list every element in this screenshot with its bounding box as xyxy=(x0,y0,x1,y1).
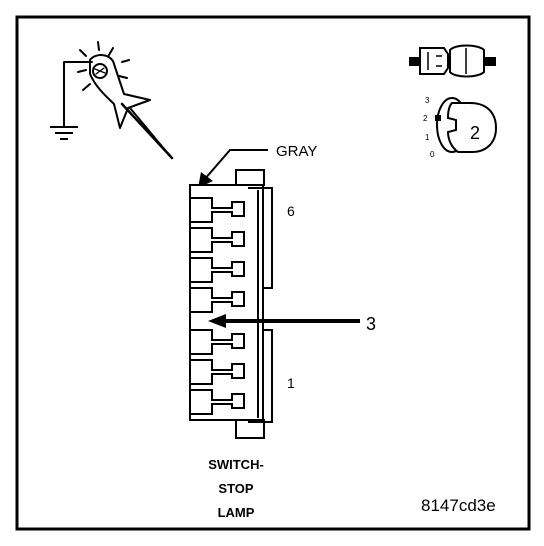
key-scale-2: 2 xyxy=(423,114,428,123)
test-light-icon xyxy=(63,41,174,160)
terminal-cavities xyxy=(190,197,245,415)
callout-number: 3 xyxy=(366,314,377,334)
key-position-number: 2 xyxy=(470,123,480,143)
ground-symbol-icon xyxy=(50,126,78,140)
key-scale-0: 0 xyxy=(430,150,435,159)
key-scale-3: 3 xyxy=(425,96,430,105)
terminal-cavity xyxy=(190,287,245,313)
wire-color-label: GRAY xyxy=(276,143,318,160)
figure-code: 8147cd3e xyxy=(421,496,496,515)
terminal-cavity xyxy=(190,227,245,253)
component-name-line-2: STOP xyxy=(218,481,254,496)
key-scale-1: 1 xyxy=(425,133,430,142)
terminal-cavity xyxy=(190,389,245,415)
ignition-key-icon xyxy=(435,97,498,153)
terminal-cavity xyxy=(190,257,245,283)
pin-label-top: 6 xyxy=(287,203,295,219)
connector-symbol-icon xyxy=(409,44,496,78)
terminal-cavity xyxy=(190,329,245,355)
terminal-cavity xyxy=(190,197,245,223)
pin-label-bottom: 1 xyxy=(287,375,295,391)
component-name-line-3: LAMP xyxy=(217,505,255,520)
diagram-border xyxy=(15,15,531,531)
component-name-line-1: SWITCH- xyxy=(208,457,264,472)
terminal-cavity xyxy=(190,359,245,385)
callout-3-arrow xyxy=(208,314,360,328)
